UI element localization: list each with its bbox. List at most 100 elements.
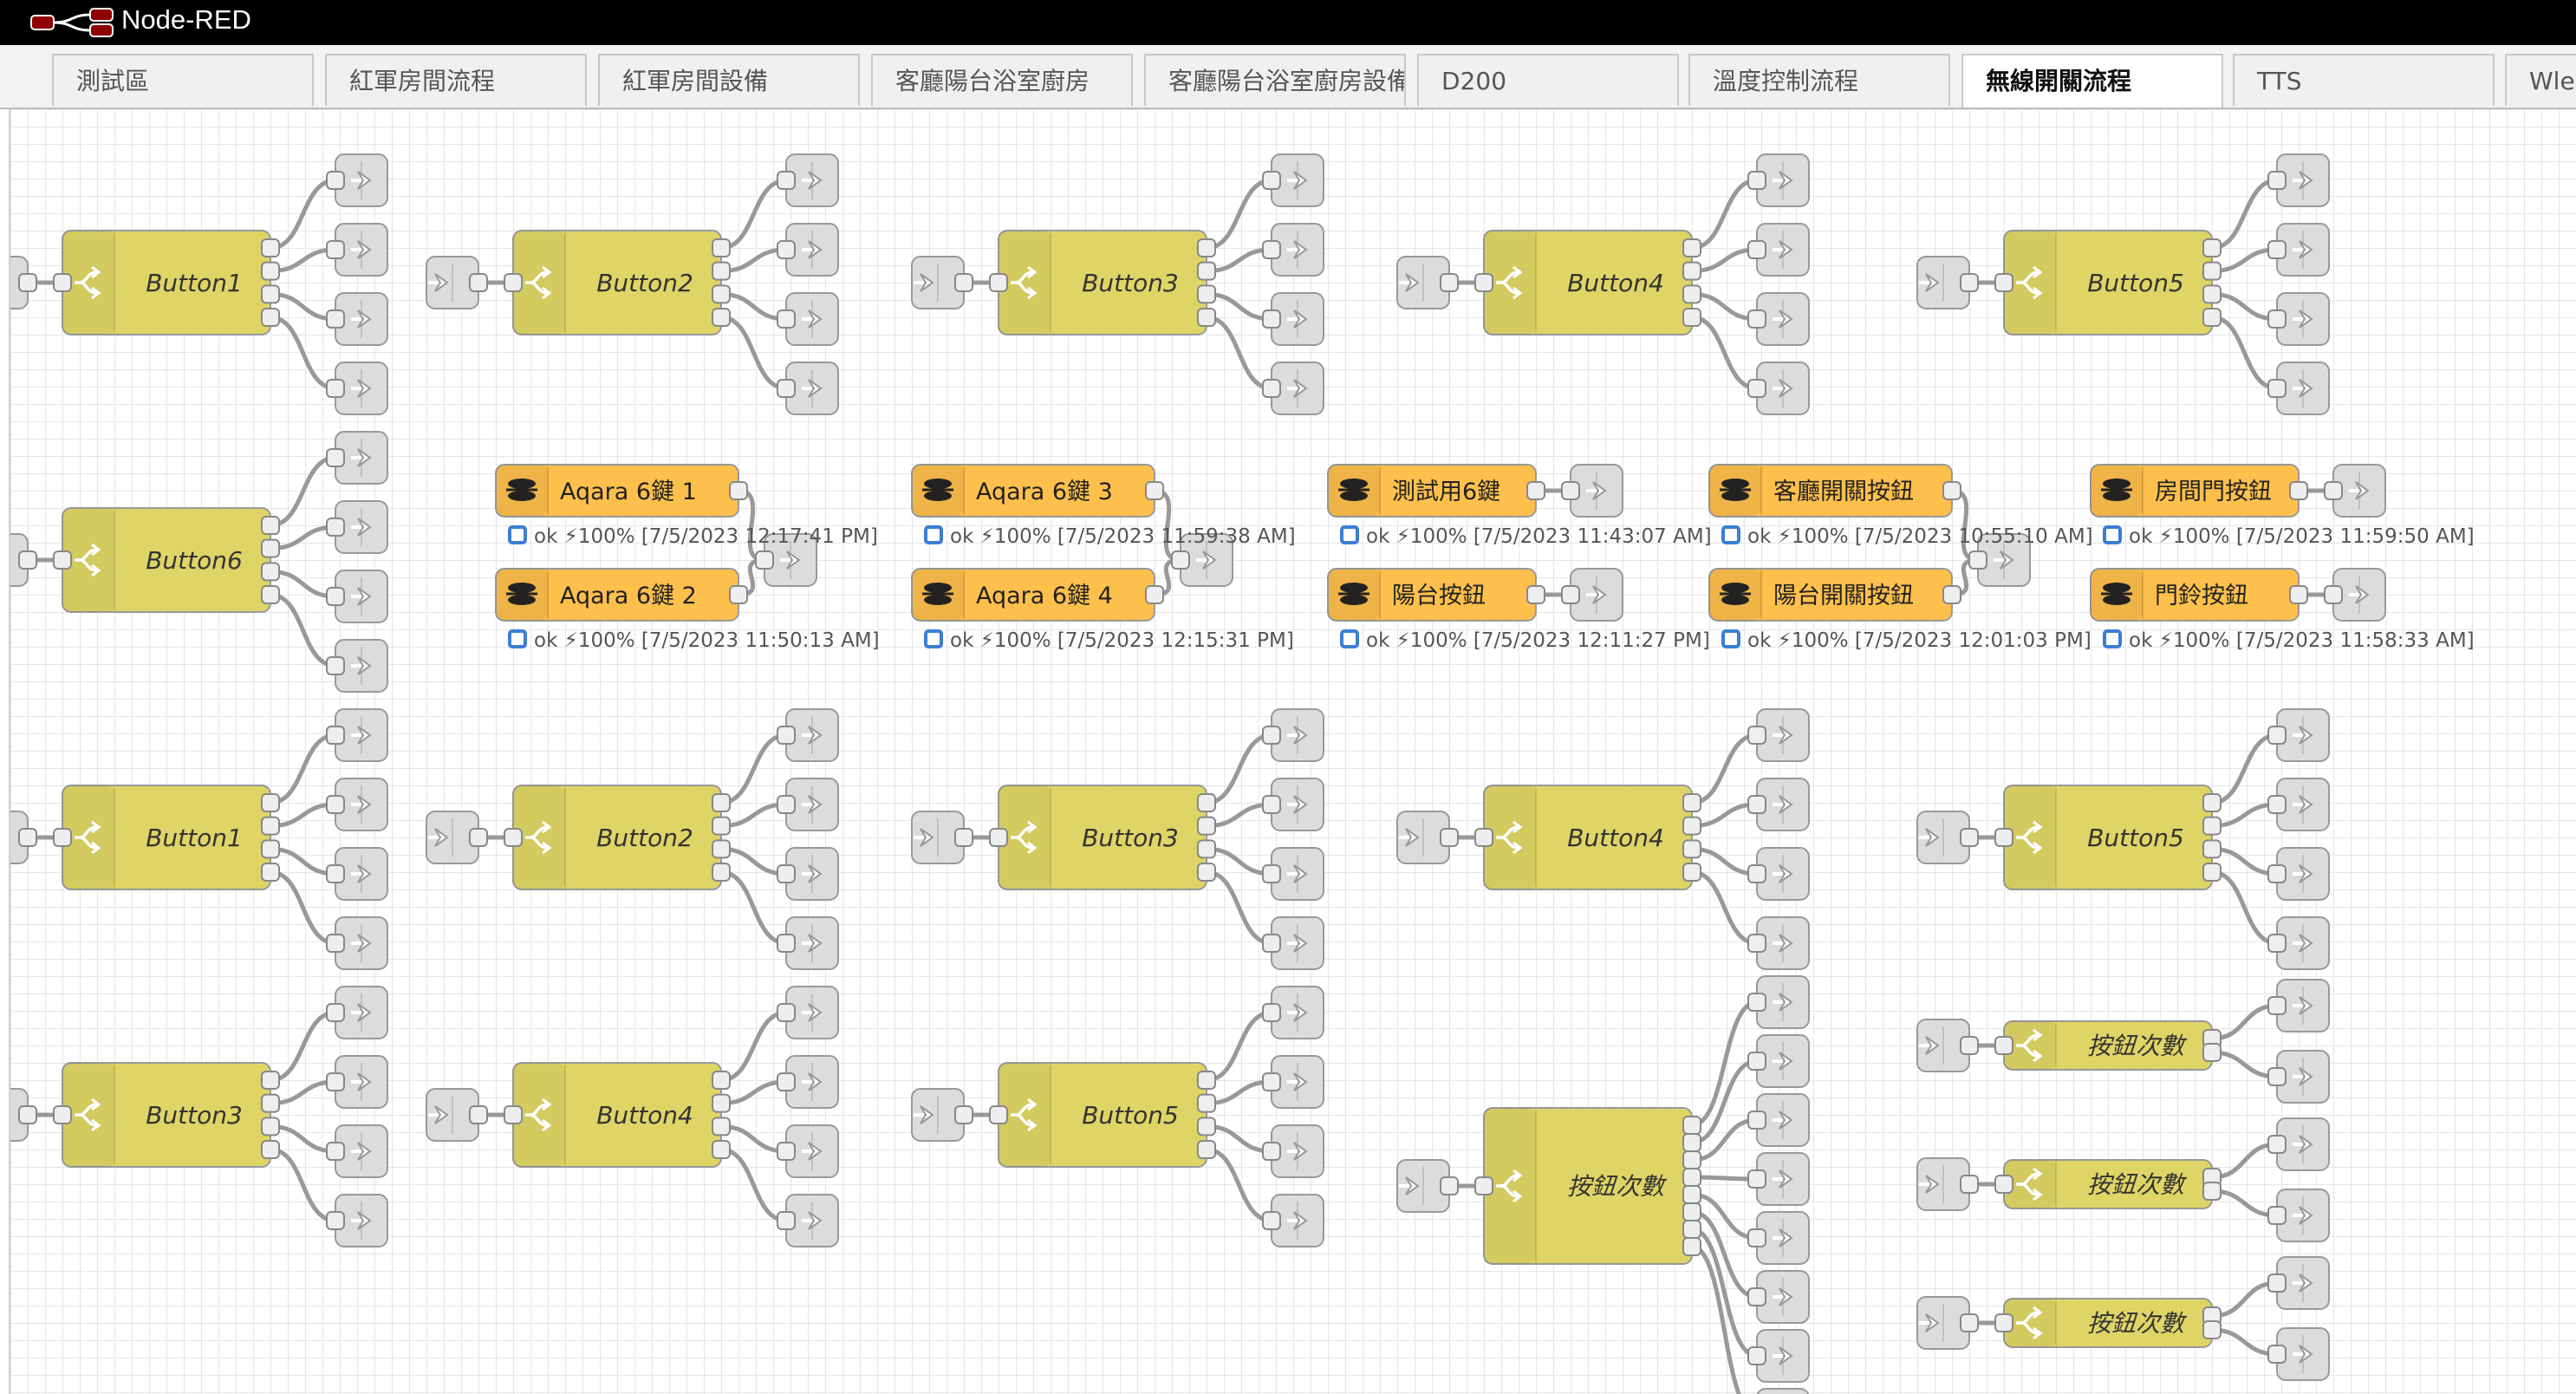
output-port[interactable] bbox=[469, 828, 488, 847]
output-port[interactable] bbox=[1960, 1175, 1979, 1194]
input-port[interactable] bbox=[2267, 726, 2287, 745]
input-port[interactable] bbox=[1262, 171, 1281, 190]
output-port[interactable] bbox=[2202, 238, 2221, 257]
output-port[interactable] bbox=[261, 1093, 280, 1113]
wire[interactable] bbox=[270, 846, 336, 876]
output-port[interactable] bbox=[1682, 1168, 1701, 1187]
output-port[interactable] bbox=[469, 273, 488, 292]
input-port[interactable] bbox=[1747, 934, 1766, 953]
output-port[interactable] bbox=[18, 273, 37, 292]
output-port[interactable] bbox=[261, 839, 280, 859]
input-port[interactable] bbox=[504, 1105, 523, 1124]
output-port[interactable] bbox=[1197, 308, 1216, 327]
wire[interactable] bbox=[270, 247, 336, 274]
wire[interactable] bbox=[1206, 247, 1272, 274]
input-port[interactable] bbox=[2267, 795, 2287, 814]
wire[interactable] bbox=[1691, 178, 1758, 251]
output-port[interactable] bbox=[1960, 828, 1979, 847]
output-port[interactable] bbox=[2202, 1320, 2221, 1339]
wire[interactable] bbox=[1691, 1227, 1758, 1358]
output-port[interactable] bbox=[261, 793, 280, 812]
input-port[interactable] bbox=[2324, 481, 2343, 500]
input-port[interactable] bbox=[1747, 379, 1766, 398]
output-port[interactable] bbox=[1197, 1071, 1216, 1090]
output-port[interactable] bbox=[261, 261, 280, 281]
output-port[interactable] bbox=[1526, 585, 1545, 604]
wire[interactable] bbox=[1691, 1000, 1758, 1128]
input-port[interactable] bbox=[326, 1072, 345, 1091]
output-port[interactable] bbox=[261, 1140, 280, 1159]
input-port[interactable] bbox=[777, 934, 796, 953]
input-port[interactable] bbox=[1747, 171, 1766, 190]
output-port[interactable] bbox=[729, 585, 748, 604]
tab-2[interactable]: 紅軍房間設備 bbox=[598, 54, 860, 106]
input-port[interactable] bbox=[989, 828, 1008, 847]
input-port[interactable] bbox=[1262, 726, 1281, 745]
wire[interactable] bbox=[2211, 733, 2278, 805]
wire[interactable] bbox=[2211, 1050, 2278, 1079]
input-port[interactable] bbox=[326, 795, 345, 814]
output-port[interactable] bbox=[1682, 1237, 1701, 1256]
output-port[interactable] bbox=[261, 585, 280, 604]
wire[interactable] bbox=[1691, 733, 1758, 805]
wire[interactable] bbox=[270, 455, 336, 528]
wire[interactable] bbox=[1691, 247, 1758, 274]
input-port[interactable] bbox=[53, 273, 72, 292]
output-port[interactable] bbox=[712, 284, 731, 304]
input-port[interactable] bbox=[326, 587, 345, 606]
wire[interactable] bbox=[1691, 802, 1758, 829]
output-port[interactable] bbox=[1440, 273, 1459, 292]
input-port[interactable] bbox=[1747, 726, 1766, 745]
input-port[interactable] bbox=[777, 1142, 796, 1161]
wire[interactable] bbox=[1206, 1124, 1272, 1154]
output-port[interactable] bbox=[954, 1105, 973, 1124]
output-port[interactable] bbox=[1682, 1150, 1701, 1169]
output-port[interactable] bbox=[469, 1105, 488, 1124]
tab-4[interactable]: 客廳陽台浴室廚房設備 bbox=[1144, 54, 1406, 106]
output-port[interactable] bbox=[1197, 1093, 1216, 1113]
input-port[interactable] bbox=[2267, 240, 2287, 259]
input-port[interactable] bbox=[989, 273, 1008, 292]
tab-5[interactable]: D200 bbox=[1417, 54, 1679, 106]
input-port[interactable] bbox=[326, 934, 345, 953]
input-port[interactable] bbox=[1474, 273, 1493, 292]
wire[interactable] bbox=[1206, 1010, 1272, 1083]
output-port[interactable] bbox=[1682, 839, 1701, 859]
wire[interactable] bbox=[1691, 870, 1758, 946]
output-port[interactable] bbox=[1682, 1220, 1701, 1239]
output-port[interactable] bbox=[2202, 793, 2221, 812]
tab-0[interactable]: 測試區 bbox=[52, 54, 314, 106]
output-port[interactable] bbox=[1942, 585, 1961, 604]
wire[interactable] bbox=[2211, 1003, 2278, 1041]
input-port[interactable] bbox=[1262, 1142, 1281, 1161]
input-port[interactable] bbox=[2267, 1345, 2287, 1364]
input-port[interactable] bbox=[777, 1072, 796, 1091]
wire[interactable] bbox=[1206, 1147, 1272, 1223]
output-port[interactable] bbox=[712, 261, 731, 281]
output-port[interactable] bbox=[2202, 261, 2221, 281]
output-port[interactable] bbox=[729, 481, 748, 500]
output-port[interactable] bbox=[1682, 1202, 1701, 1221]
output-port[interactable] bbox=[1197, 1117, 1216, 1137]
input-port[interactable] bbox=[1747, 1111, 1766, 1130]
input-port[interactable] bbox=[1747, 1346, 1766, 1365]
input-port[interactable] bbox=[326, 1211, 345, 1230]
wire[interactable] bbox=[720, 247, 787, 274]
wire[interactable] bbox=[1206, 870, 1272, 946]
input-port[interactable] bbox=[755, 550, 774, 570]
input-port[interactable] bbox=[1747, 1052, 1766, 1071]
output-port[interactable] bbox=[261, 538, 280, 558]
output-port[interactable] bbox=[2289, 585, 2308, 604]
output-port[interactable] bbox=[2202, 1182, 2221, 1201]
input-port[interactable] bbox=[326, 864, 345, 883]
wire[interactable] bbox=[1691, 1244, 1757, 1394]
output-port[interactable] bbox=[1145, 585, 1164, 604]
input-port[interactable] bbox=[1262, 1003, 1281, 1022]
output-port[interactable] bbox=[1682, 284, 1701, 304]
input-port[interactable] bbox=[1262, 934, 1281, 953]
input-port[interactable] bbox=[989, 1105, 1008, 1124]
output-port[interactable] bbox=[712, 1140, 731, 1159]
input-port[interactable] bbox=[1561, 585, 1580, 604]
output-port[interactable] bbox=[712, 793, 731, 812]
